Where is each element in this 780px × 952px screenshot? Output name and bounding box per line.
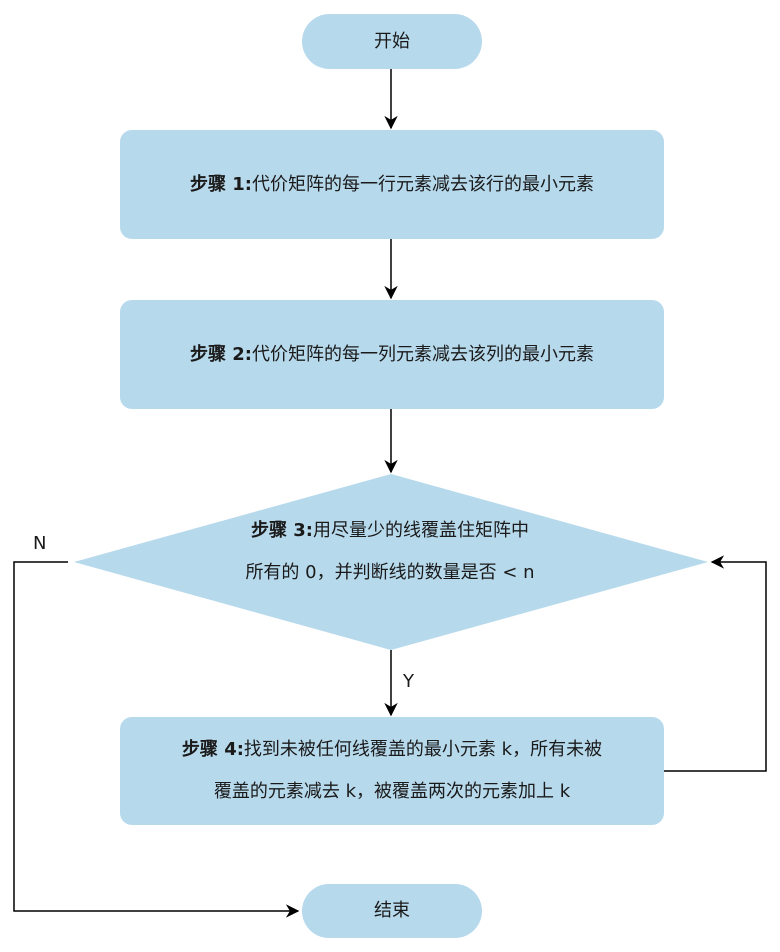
step4-line2: 覆盖的元素减去 k，被覆盖两次的元素加上 k xyxy=(214,781,570,803)
step1-line: 步骤 1:代价矩阵的每一行元素减去该行的最小元素 xyxy=(190,174,594,196)
step3-line1-text: 用尽量少的线覆盖住矩阵中 xyxy=(313,520,529,541)
step3-label: 步骤 3: xyxy=(251,520,313,541)
start-text: 开始 xyxy=(374,30,410,52)
end-node[interactable]: 结束 xyxy=(302,884,482,938)
edge-label-yes: Y xyxy=(403,671,414,692)
step2-line: 步骤 2:代价矩阵的每一列元素减去该列的最小元素 xyxy=(190,344,594,366)
step4-line1-text: 找到未被任何线覆盖的最小元素 k，所有未被 xyxy=(243,739,603,761)
step3-line2-text: 所有的 0，并判断线的数量是否 < n xyxy=(245,561,535,583)
step1-label: 步骤 1: xyxy=(190,173,252,195)
decision-diamond[interactable] xyxy=(74,474,708,650)
step2-text: 代价矩阵的每一列元素减去该列的最小元素 xyxy=(252,343,594,365)
step2-node[interactable]: 步骤 2:代价矩阵的每一列元素减去该列的最小元素 xyxy=(120,300,664,409)
step2-label: 步骤 2: xyxy=(190,343,252,365)
step1-node[interactable]: 步骤 1:代价矩阵的每一行元素减去该行的最小元素 xyxy=(120,130,664,239)
step4-node[interactable]: 步骤 4:找到未被任何线覆盖的最小元素 k，所有未被 覆盖的元素减去 k，被覆盖… xyxy=(120,717,664,825)
step3-line1: 步骤 3:用尽量少的线覆盖住矩阵中 xyxy=(150,520,630,542)
edge-step3-end xyxy=(13,561,300,918)
start-node[interactable]: 开始 xyxy=(302,14,482,69)
step1-text: 代价矩阵的每一行元素减去该行的最小元素 xyxy=(252,173,594,195)
step4-line2-text: 覆盖的元素减去 k，被覆盖两次的元素加上 k xyxy=(213,781,571,802)
step3-text-block: 步骤 3:用尽量少的线覆盖住矩阵中 所有的 0，并判断线的数量是否 < n xyxy=(150,520,630,583)
step4-label: 步骤 4: xyxy=(181,739,244,761)
edge-label-no: N xyxy=(33,533,47,554)
step3-line2: 所有的 0，并判断线的数量是否 < n xyxy=(150,562,630,584)
end-text: 结束 xyxy=(374,900,410,922)
step4-line1: 步骤 4:找到未被任何线覆盖的最小元素 k，所有未被 xyxy=(182,739,602,761)
edge-step4-loop xyxy=(663,555,767,772)
